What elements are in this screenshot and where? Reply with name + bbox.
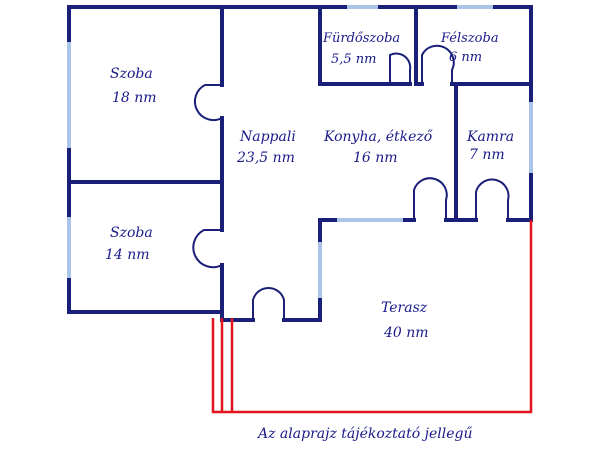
room-area-szoba-1: 18 nm xyxy=(112,90,157,106)
room-name-szoba-1: Szoba xyxy=(110,66,153,82)
doors xyxy=(192,44,510,320)
room-area-konyha: 16 nm xyxy=(353,150,398,166)
door-living-south xyxy=(252,287,285,320)
room-area-felszoba: 6 nm xyxy=(449,50,482,65)
windows xyxy=(67,5,533,300)
room-name-konyha: Konyha, étkező xyxy=(323,129,434,145)
door-bath xyxy=(389,52,412,84)
room-name-terasz: Terasz xyxy=(381,300,428,316)
terrace-outline xyxy=(211,220,533,414)
room-area-kamra: 7 nm xyxy=(469,147,505,163)
room-area-furdoszoba: 5,5 nm xyxy=(331,52,377,67)
room-name-felszoba: Félszoba xyxy=(440,31,499,46)
room-name-furdoszoba: Fürdőszoba xyxy=(322,31,400,46)
door-room1 xyxy=(193,84,223,122)
door-pantry xyxy=(475,178,510,220)
door-kitchen xyxy=(413,177,448,220)
room-name-szoba-2: Szoba xyxy=(110,225,153,241)
room-name-nappali: Nappali xyxy=(239,129,296,145)
room-area-szoba-2: 14 nm xyxy=(105,247,150,263)
room-name-kamra: Kamra xyxy=(466,129,514,145)
disclaimer-caption: Az alaprajz tájékoztató jellegű xyxy=(256,426,472,442)
walls xyxy=(67,5,533,322)
door-room2 xyxy=(192,229,223,269)
room-labels: Szoba 18 nm Szoba 14 nm Nappali 23,5 nm … xyxy=(105,31,514,341)
room-area-nappali: 23,5 nm xyxy=(236,150,295,166)
door-half xyxy=(421,44,455,84)
room-area-terasz: 40 nm xyxy=(383,325,429,341)
